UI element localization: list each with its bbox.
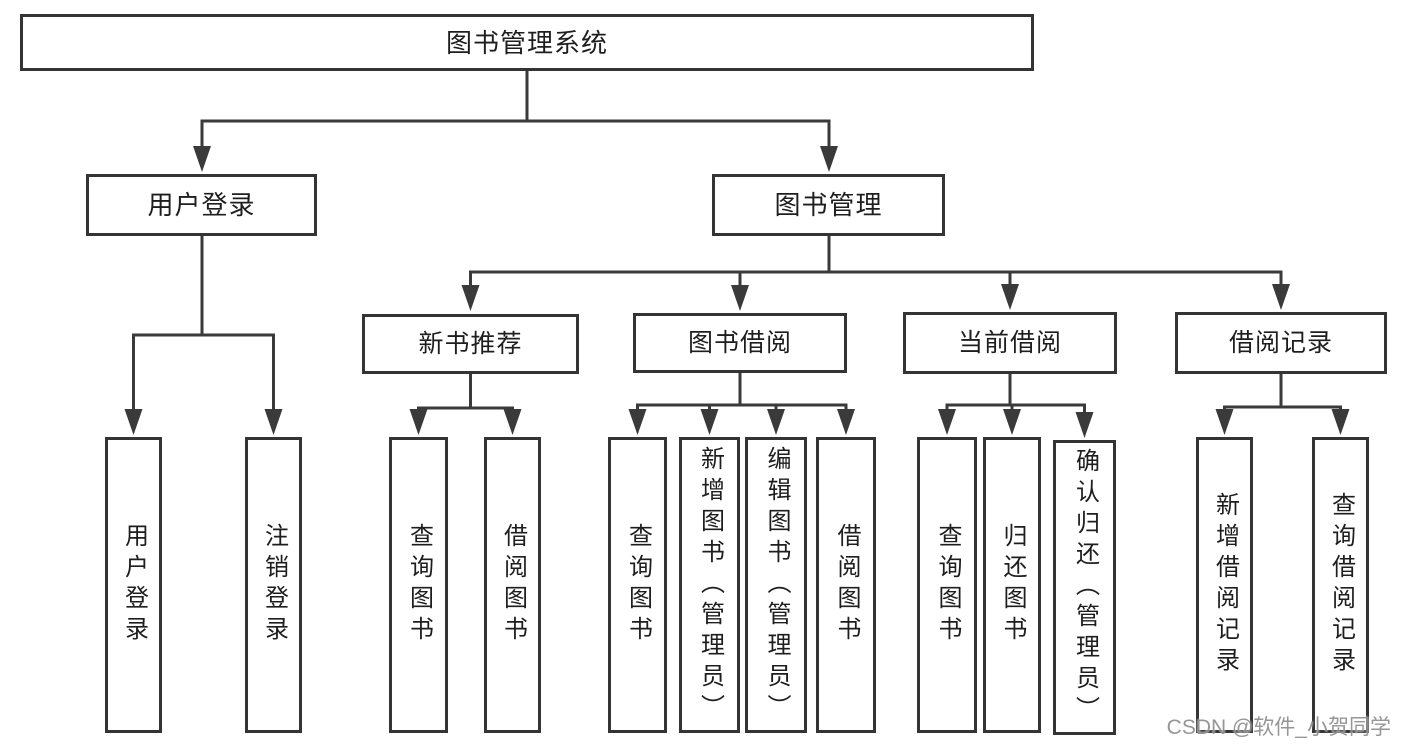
node-root: 图书管理系统 [20,14,1034,71]
node-new-book-rec-label: 新书推荐 [418,329,523,358]
leaf-add-borrow-record-label: 新增借阅记录 [1211,492,1239,678]
node-new-book-rec: 新书推荐 [362,314,579,374]
node-borrow-records-label: 借阅记录 [1228,328,1333,357]
node-book-borrow-label: 图书借阅 [687,328,792,357]
leaf-query-borrow-record: 查询借阅记录 [1312,437,1369,733]
node-book-mgmt-label: 图书管理 [774,190,883,220]
leaf-add-book-admin-label: 新增图书（管理员） [696,445,724,725]
leaf-edit-book-admin: 编辑图书（管理员） [745,437,807,733]
node-user-login-label: 用户登录 [147,190,256,220]
node-root-label: 图书管理系统 [445,27,608,58]
node-book-mgmt: 图书管理 [712,174,945,236]
leaf-query-borrow-record-label: 查询借阅记录 [1327,492,1355,678]
connector-records-to-leaves [1215,372,1350,435]
connector-book-mgmt-to-level3 [461,234,1290,311]
leaf-query-books-3-label: 查询图书 [934,523,961,647]
leaf-borrow-books-1: 借阅图书 [484,437,541,733]
connector-new-rec-to-leaves [409,372,522,435]
leaf-add-book-admin: 新增图书（管理员） [679,437,740,733]
leaf-query-books-2: 查询图书 [608,437,667,733]
leaf-query-books-1: 查询图书 [389,437,448,733]
connector-root-to-level2 [193,69,838,172]
connector-borrow-to-leaves [628,371,855,435]
leaf-return-books: 归还图书 [983,437,1041,733]
csdn-watermark: CSDN @软件_小贺同学 [1166,716,1391,739]
leaf-logout-label: 注销登录 [260,523,288,647]
leaf-user-login: 用户登录 [105,437,162,733]
leaf-edit-book-admin-label: 编辑图书（管理员） [763,445,790,725]
leaf-add-borrow-record: 新增借阅记录 [1196,437,1253,733]
leaf-query-books-2-label: 查询图书 [624,523,652,647]
node-current-borrow: 当前借阅 [903,312,1117,374]
leaf-logout: 注销登录 [245,437,302,733]
leaf-confirm-return-admin-label: 确认归还（管理员） [1071,448,1099,727]
node-user-login: 用户登录 [86,174,317,236]
leaf-borrow-books-1-label: 借阅图书 [499,523,527,647]
connector-current-to-leaves [938,372,1094,438]
node-current-borrow-label: 当前借阅 [957,328,1062,357]
leaf-borrow-books-2-label: 借阅图书 [833,523,860,647]
leaf-query-books-1-label: 查询图书 [405,523,433,647]
leaf-query-books-3: 查询图书 [917,437,977,733]
node-borrow-records: 借阅记录 [1175,312,1387,374]
connector-user-login-to-leaves [124,234,283,435]
leaf-confirm-return-admin: 确认归还（管理员） [1053,440,1116,735]
leaf-user-login-label: 用户登录 [120,523,148,647]
leaf-return-books-label: 归还图书 [999,523,1026,647]
leaf-borrow-books-2: 借阅图书 [816,437,876,733]
node-book-borrow: 图书借阅 [633,313,847,373]
